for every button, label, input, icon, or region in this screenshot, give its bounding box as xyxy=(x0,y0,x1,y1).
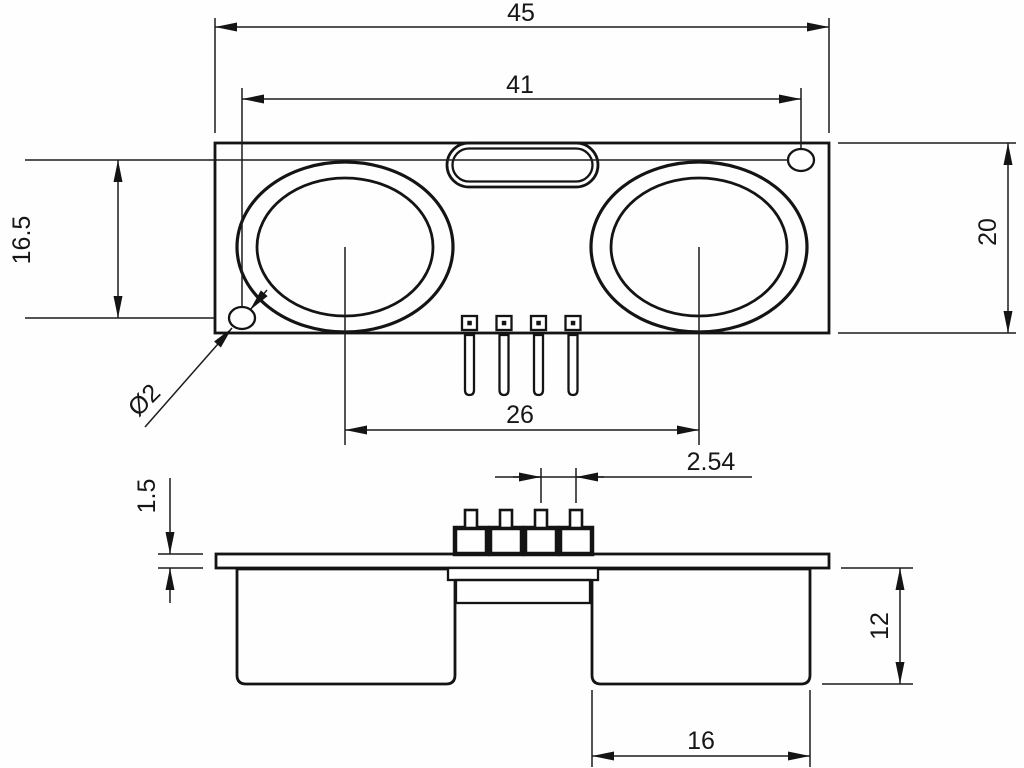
leader-line xyxy=(144,327,233,428)
dimension-board-height-20: 20 xyxy=(838,142,1016,334)
leader-line xyxy=(249,289,268,311)
mounting-hole-top-right xyxy=(786,147,816,173)
pin xyxy=(568,508,584,530)
dimension-label-12: 12 xyxy=(866,612,894,640)
dimension-label-45: 45 xyxy=(507,0,535,27)
dimension-label-20: 20 xyxy=(974,218,1002,246)
pin-base xyxy=(452,525,490,557)
pad-hole xyxy=(570,320,576,326)
oscillator-outline-outer xyxy=(445,141,600,189)
dimension-overall-width-45: 45 xyxy=(214,0,830,133)
board-outline xyxy=(213,141,831,335)
dimension-pin-pitch-2-54: 2.54 xyxy=(495,448,752,503)
dimension-label-16: 16 xyxy=(687,727,715,755)
dimension-hole-offset-16-5: 16.5 xyxy=(8,159,788,319)
pad-hole xyxy=(501,320,507,326)
dimension-label-16-5: 16.5 xyxy=(8,216,36,265)
dimension-transducer-diameter-16: 16 xyxy=(591,690,811,767)
pad-hole xyxy=(536,320,541,326)
pin-base xyxy=(487,525,525,557)
dimension-label-41: 41 xyxy=(506,71,534,99)
dimension-label-dia2: Ø2 xyxy=(123,379,166,422)
top-view xyxy=(213,141,831,397)
dimension-hole-span-41: 41 xyxy=(241,71,802,306)
pin xyxy=(498,508,514,530)
mounting-hole-bottom-left xyxy=(227,305,257,331)
dimension-transducer-height-12: 12 xyxy=(822,567,913,685)
pin xyxy=(463,333,476,397)
left-transducer-side xyxy=(235,567,457,686)
pad-hole xyxy=(467,320,472,326)
pin-base xyxy=(522,525,560,557)
dimension-label-26: 26 xyxy=(506,401,534,429)
dimension-label-2-54: 2.54 xyxy=(687,448,736,476)
pin xyxy=(498,333,510,397)
header-pads xyxy=(460,314,582,332)
side-view xyxy=(214,508,831,686)
dimension-pcb-thickness-1-5: 1.5 xyxy=(133,478,203,603)
crystal-body-side xyxy=(454,578,592,605)
header-bases-side-view xyxy=(452,525,595,557)
pin-base xyxy=(557,525,595,557)
leader-hole-diameter: Ø2 xyxy=(123,289,268,428)
header-pins-side-view xyxy=(463,508,584,530)
dimension-label-1-5: 1.5 xyxy=(133,479,161,514)
crystal-flange-side xyxy=(446,566,600,582)
header-pins-top-view xyxy=(463,333,579,397)
pin xyxy=(463,508,479,530)
pin xyxy=(532,333,545,397)
oscillator-outline-inner xyxy=(451,147,594,183)
dimension-transducer-spacing-26: 26 xyxy=(344,247,700,445)
right-transducer-side xyxy=(590,567,812,686)
pin xyxy=(533,508,549,530)
pin xyxy=(567,333,579,397)
